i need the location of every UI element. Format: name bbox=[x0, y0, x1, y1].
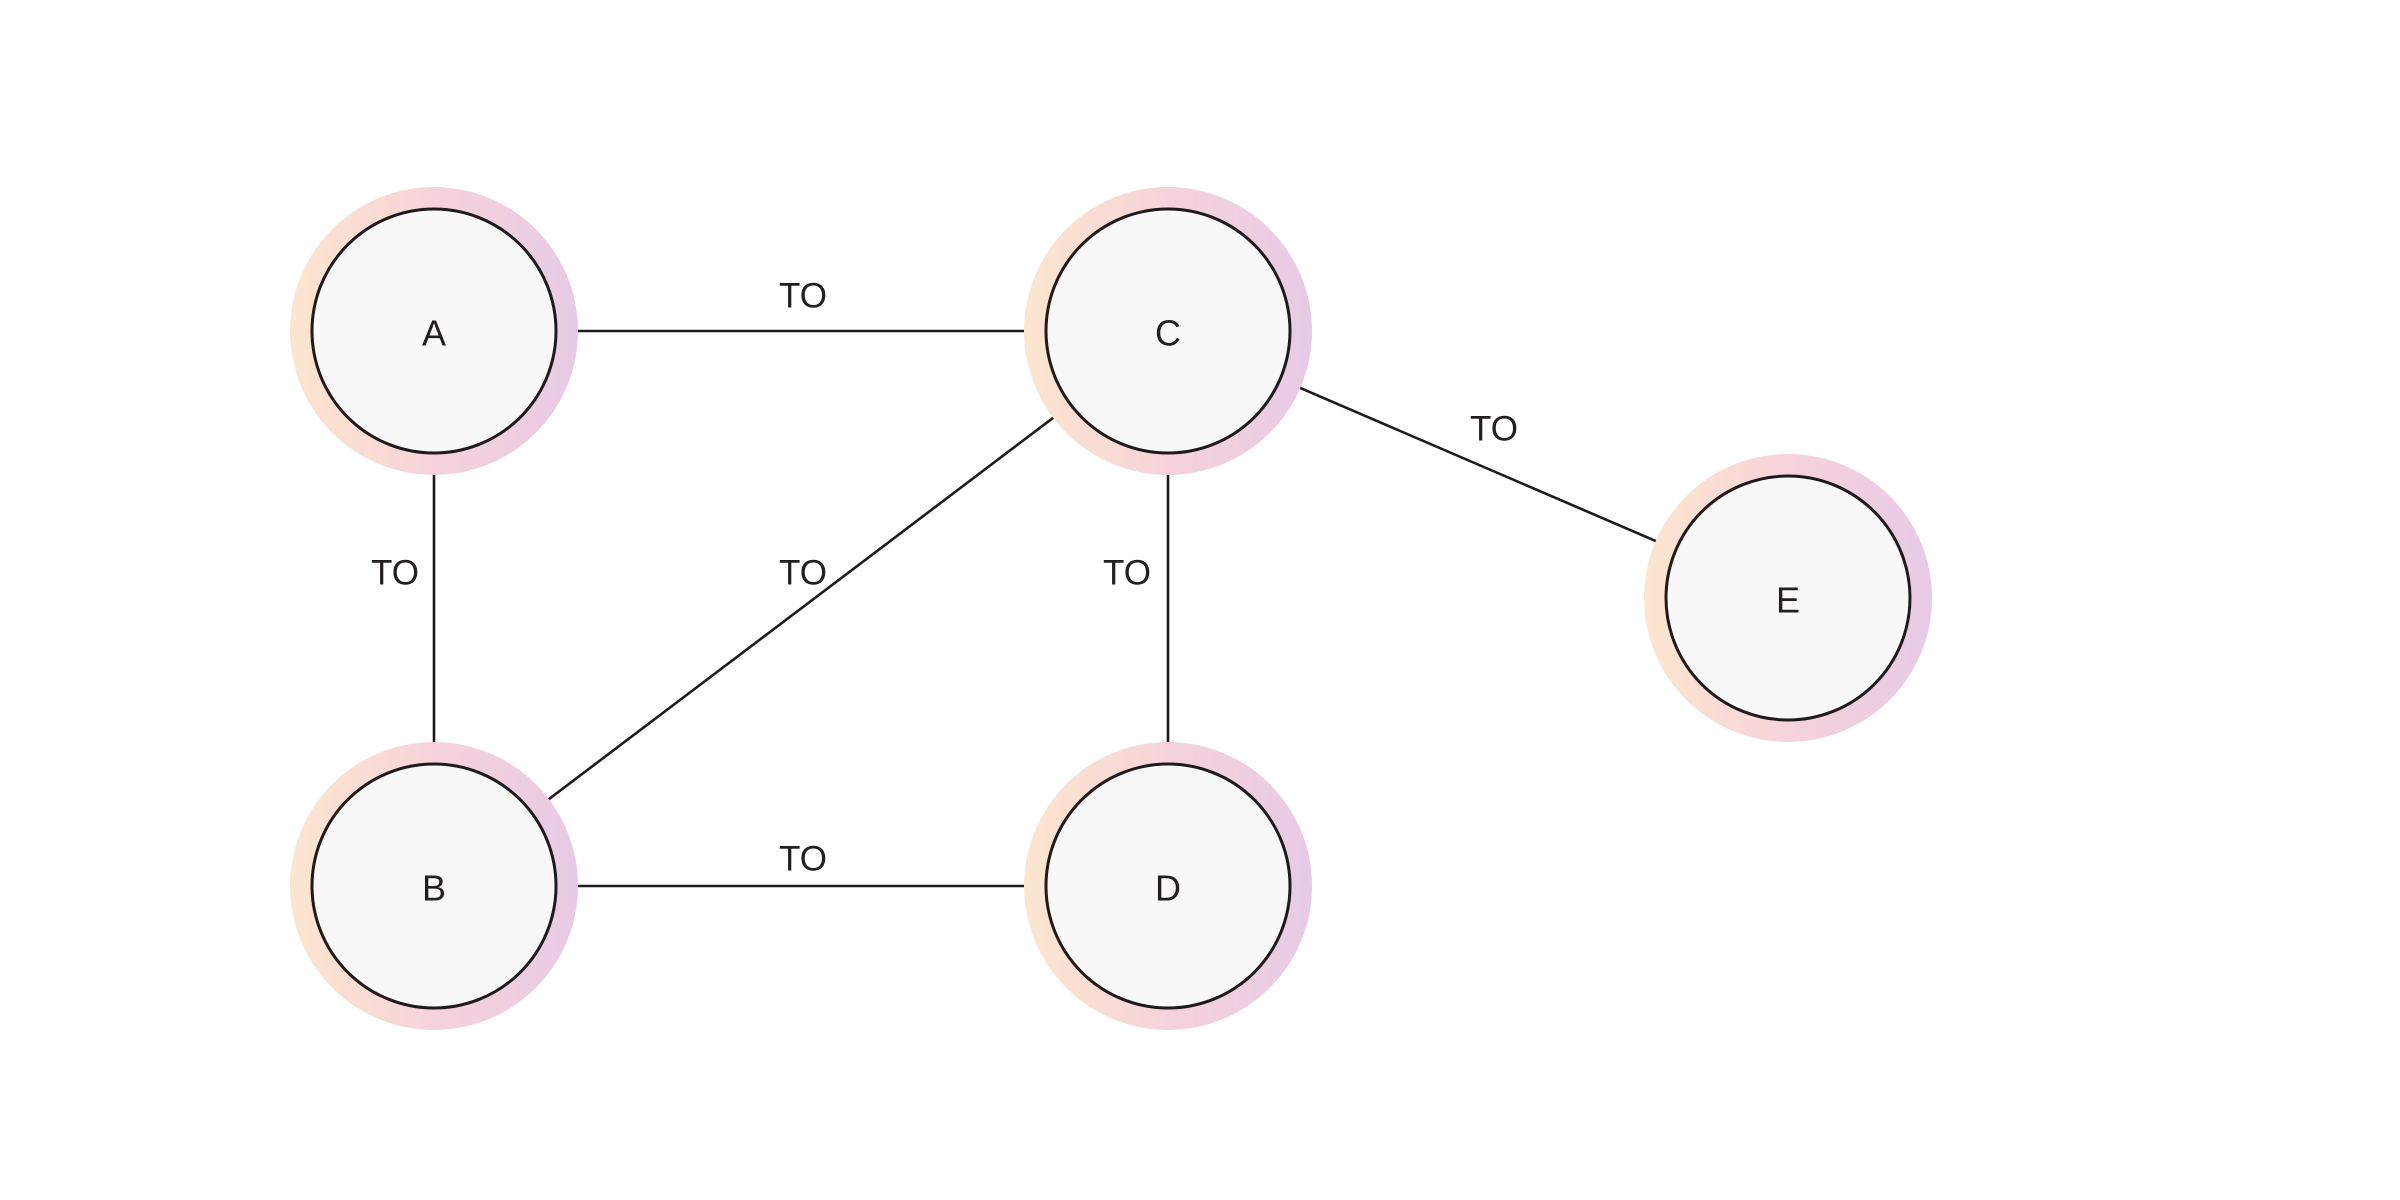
edge-label-a-c: TO bbox=[779, 277, 827, 316]
node-c[interactable]: C bbox=[1024, 187, 1312, 475]
node-layer: A B C D E bbox=[290, 187, 1932, 1030]
node-label: B bbox=[422, 868, 446, 909]
node-label: D bbox=[1155, 868, 1181, 909]
node-b[interactable]: B bbox=[290, 742, 578, 1030]
node-circle bbox=[1044, 762, 1292, 1010]
node-e[interactable]: E bbox=[1644, 454, 1932, 742]
node-circle bbox=[1664, 474, 1912, 722]
edge-c-e bbox=[1279, 378, 1676, 551]
node-label: A bbox=[422, 313, 446, 354]
edge-label-a-b: TO bbox=[371, 554, 419, 593]
edge-label-b-d: TO bbox=[779, 840, 827, 879]
node-d[interactable]: D bbox=[1024, 742, 1312, 1030]
edge-label-b-c: TO bbox=[779, 554, 827, 593]
edge-label-d-c: TO bbox=[1103, 554, 1151, 593]
node-label: E bbox=[1776, 580, 1800, 621]
edge-b-c bbox=[530, 404, 1071, 814]
node-a[interactable]: A bbox=[290, 187, 578, 475]
edge-layer: TO TO TO TO TO TO bbox=[371, 277, 1676, 892]
node-circle bbox=[310, 207, 558, 455]
node-label: C bbox=[1155, 313, 1181, 354]
node-circle bbox=[1044, 207, 1292, 455]
node-circle bbox=[310, 762, 558, 1010]
edge-label-c-e: TO bbox=[1470, 410, 1518, 449]
